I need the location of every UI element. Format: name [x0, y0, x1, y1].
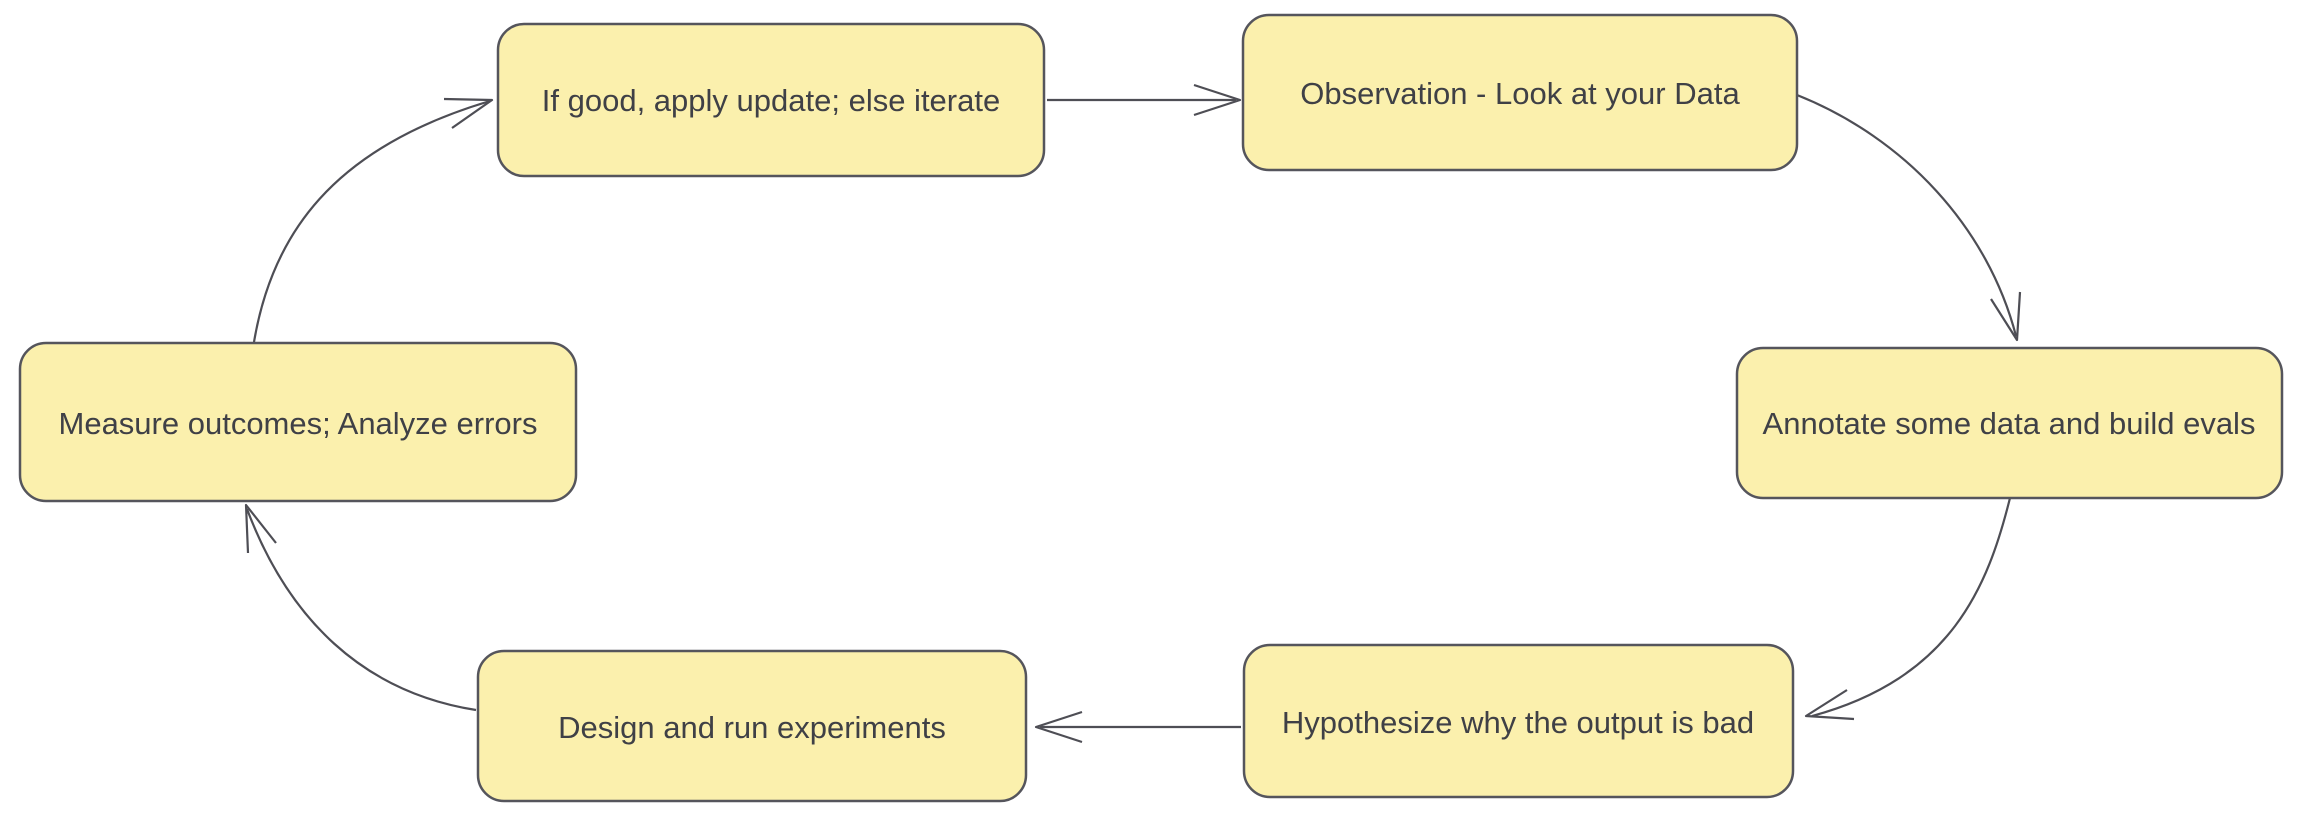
- node-label: Design and run experiments: [558, 710, 946, 745]
- edge-update-to-observation: [1047, 83, 1242, 117]
- node-box: [1241, 13, 1799, 172]
- edge-arrowhead: [244, 503, 277, 554]
- node-hypothesize-output-bad: Hypothesize why the output is bad: [1242, 643, 1795, 799]
- edge-arrowhead: [443, 97, 494, 129]
- node-design-run-experiments: Design and run experiments: [476, 649, 1028, 803]
- edge-arrowhead: [1990, 291, 2022, 342]
- node-label: Hypothesize why the output is bad: [1282, 705, 1754, 740]
- node-label: Measure outcomes; Analyze errors: [59, 406, 538, 441]
- node-label: If good, apply update; else iterate: [542, 83, 1000, 118]
- node-label: Annotate some data and build evals: [1763, 406, 2256, 441]
- edge-arrowhead: [1193, 83, 1242, 117]
- node-if-good-apply-update: If good, apply update; else iterate: [496, 22, 1046, 178]
- node-box: [1735, 346, 2284, 500]
- edge-annotate-to-hypothesize: [1804, 497, 2012, 721]
- edge-arrowhead: [1804, 689, 1855, 721]
- edge-measure-to-update: [252, 97, 494, 343]
- edge-hypothesize-to-experiments: [1034, 710, 1241, 744]
- node-measure-outcomes-analyze-errors: Measure outcomes; Analyze errors: [18, 341, 578, 503]
- edge-observation-to-annotate: [1796, 93, 2022, 342]
- edge-line: [1796, 93, 2018, 337]
- node-box: [1242, 643, 1795, 799]
- edge-line: [1811, 497, 2012, 718]
- node-box: [476, 649, 1028, 803]
- node-annotate-data-build-evals: Annotate some data and build evals: [1735, 346, 2284, 500]
- node-box: [18, 341, 578, 503]
- edge-line: [252, 99, 491, 343]
- edge-line: [245, 508, 477, 712]
- node-observation: Observation - Look at your Data: [1241, 13, 1799, 172]
- node-box: [496, 22, 1046, 178]
- edge-experiments-to-measure: [244, 503, 477, 712]
- node-label: Observation - Look at your Data: [1300, 76, 1740, 111]
- edge-arrowhead: [1034, 710, 1083, 744]
